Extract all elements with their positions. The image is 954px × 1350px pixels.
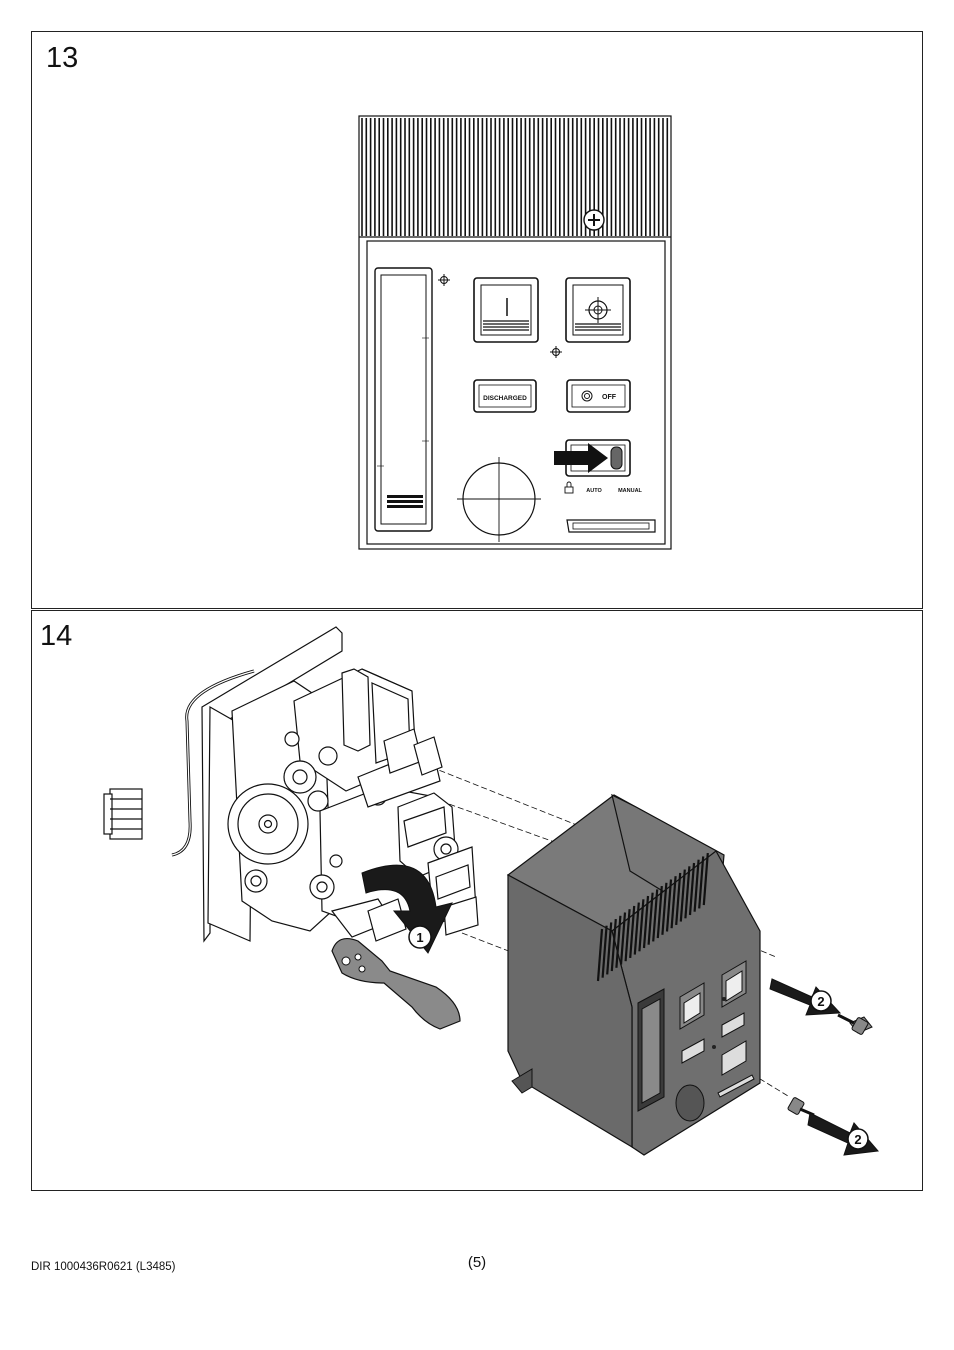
bottom-slot [566,519,656,533]
charging-lever [331,938,461,1030]
crosshair-marker-icon [550,346,562,358]
arrow-right-icon: 2 [807,1112,879,1156]
page-number: (5) [467,1254,487,1271]
auto-manual-selector-switch: AUTO MANUAL [554,439,643,494]
crosshair-marker-icon [438,274,450,286]
arrow-right-icon: 2 [769,978,842,1016]
document-code: DIR 1000436R0621 (L3485) [31,1261,176,1273]
motor-operator-front-illustration: DISCHARGED OFF AUTO MANUAL [358,115,672,550]
motor-mechanism [103,626,479,943]
screw-head-icon [583,209,605,231]
off-label: OFF [602,394,617,401]
cover-removal-illustration: 1 [103,626,879,1156]
step-number-14: 14 [40,620,73,652]
discharged-indicator: DISCHARGED [473,379,537,413]
screw-icon [837,1013,873,1035]
callout-number-1: 1 [416,930,423,945]
callout-badge-2b [847,1128,869,1150]
close-push-button [473,277,539,343]
spring-charge-window [374,267,433,532]
callout-number-2b: 2 [854,1132,861,1147]
arrow-right-icon [554,443,608,473]
step-number-13: 13 [46,42,79,74]
padlock-icon [564,481,574,494]
off-indicator: OFF [566,379,631,413]
callout-badge-2a [810,990,832,1012]
manual-label: MANUAL [618,488,642,494]
discharged-label: DISCHARGED [483,395,527,402]
rotate-arrow-icon: 1 [361,864,453,954]
open-push-button [565,277,631,343]
figure-13-panel: 13 [31,31,923,609]
round-window [457,457,541,542]
cover-vents [596,853,709,982]
screw-icon [787,1097,815,1117]
callout-number-2a: 2 [817,994,824,1009]
figure-14-panel: 14 [31,610,923,1191]
callout-badge-1 [408,925,432,949]
motor-cover [506,793,761,1156]
auto-label: AUTO [586,488,602,494]
